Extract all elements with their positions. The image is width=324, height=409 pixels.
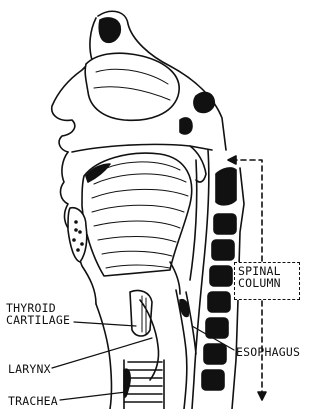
thyroid-leader — [74, 322, 136, 326]
spinal-column-label-line2: COLUMN — [238, 277, 296, 289]
thyroid-cartilage-label: THYROID CARTILAGE — [6, 302, 70, 326]
hard-palate — [72, 144, 212, 152]
larynx-label: LARYNX — [8, 363, 51, 375]
thyroid-label-line2: CARTILAGE — [6, 314, 70, 326]
esophagus-label: ESOPHAGUS — [236, 346, 300, 358]
trachea-leader — [60, 392, 126, 400]
larynx-leader — [52, 338, 152, 368]
lower-jaw — [68, 208, 87, 262]
spinal-column-vertebrae — [202, 168, 236, 390]
frontal-sinus — [99, 18, 120, 42]
soft-palate — [190, 146, 206, 182]
neck-front — [96, 304, 112, 409]
trachea-label: TRACHEA — [8, 395, 58, 407]
spinal-column-label: SPINAL COLUMN — [234, 262, 300, 300]
